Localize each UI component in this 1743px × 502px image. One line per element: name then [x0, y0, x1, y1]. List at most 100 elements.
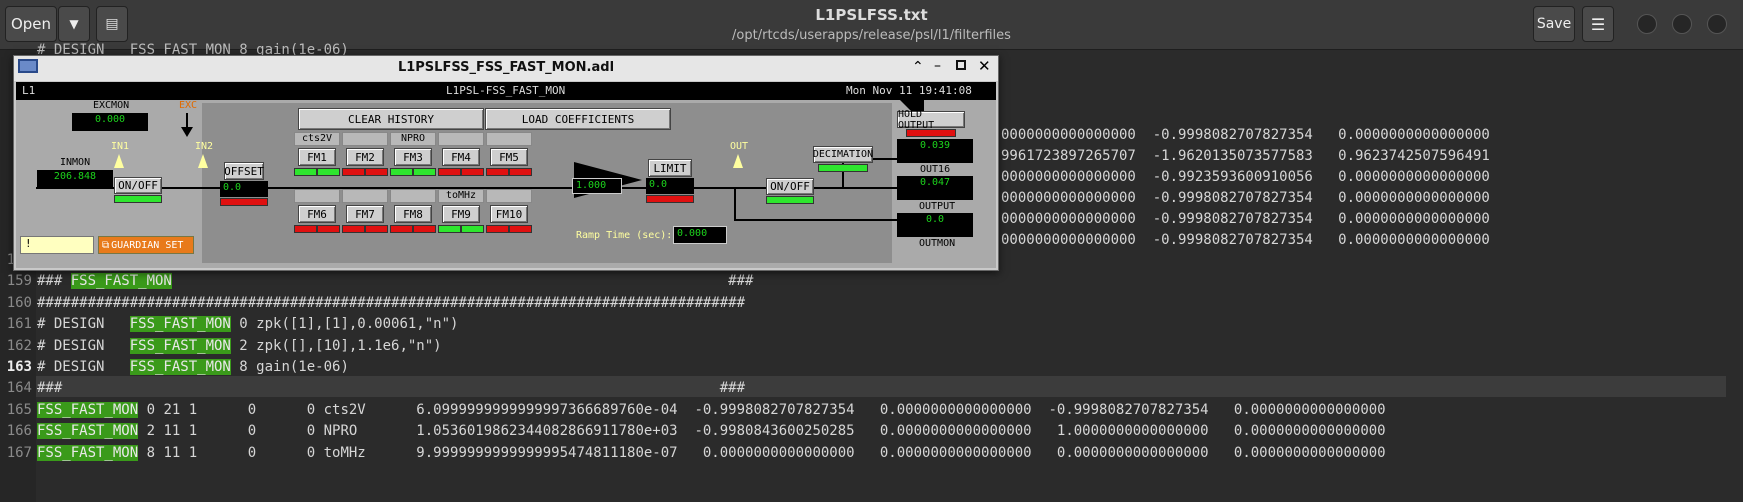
- code-line[interactable]: ### FSS_FAST_MON ###: [37, 271, 753, 292]
- alert-label: !: [25, 237, 32, 250]
- code-text: ########################################…: [37, 294, 746, 311]
- new-document-button[interactable]: ▤: [96, 6, 128, 42]
- search-match: FSS_FAST_MON: [70, 273, 172, 290]
- medm-title: L1PSLFSS_FSS_FAST_MON.adl: [397, 60, 615, 75]
- offset-readout[interactable]: 0.0: [220, 181, 268, 197]
- fm-label: [294, 189, 340, 203]
- output-onoff-button[interactable]: ON/OFF: [766, 178, 814, 195]
- outmon-readout: 0.0: [897, 213, 973, 237]
- output-readout: 0.047: [897, 176, 973, 200]
- ramp-time-readout[interactable]: 0.000: [673, 226, 727, 244]
- minimize-icon[interactable]: –: [934, 58, 941, 74]
- new-document-icon: ▤: [105, 16, 119, 32]
- code-line[interactable]: ########################################…: [37, 293, 745, 314]
- offset-led: [220, 198, 268, 206]
- fm-led: [413, 168, 436, 176]
- search-match: FSS_FAST_MON: [129, 359, 231, 375]
- fm-button[interactable]: FM5: [490, 148, 528, 166]
- open-dropdown-button[interactable]: ▼: [58, 6, 90, 42]
- line-number: 164: [6, 380, 32, 397]
- code-text: # DESIGN: [37, 359, 130, 375]
- code-text: 0 zpk([1],[1],0.00061,"n"): [230, 316, 459, 333]
- code-text: # DESIGN: [37, 316, 130, 333]
- window-icon: ⧉: [102, 239, 110, 251]
- offset-button[interactable]: OFFSET: [224, 162, 264, 180]
- fm-label: toMHz: [438, 189, 484, 203]
- code-line[interactable]: # DESIGN FSS_FAST_MON 0 zpk([1],[1],0.00…: [37, 314, 458, 335]
- fm-label: [438, 132, 484, 146]
- in2-arrow: [198, 154, 208, 168]
- code-text: # DESIGN: [37, 337, 130, 354]
- fm-led: [390, 225, 413, 233]
- limit-button[interactable]: LIMIT: [648, 159, 692, 177]
- guardian-set-button[interactable]: ⧉GUARDIAN SET: [98, 236, 194, 254]
- code-fragment: 9961723897265707 -1.9620135073577583 0.9…: [1001, 148, 1490, 164]
- clear-history-button[interactable]: CLEAR HISTORY: [298, 108, 484, 130]
- fm-button[interactable]: FM9: [442, 205, 480, 223]
- fm-button[interactable]: FM3: [394, 148, 432, 166]
- code-line[interactable]: # DESIGN FSS_FAST_MON 2 zpk([],[10],1.1e…: [37, 336, 442, 357]
- signal-wire: [854, 158, 904, 160]
- out16-readout: 0.039: [897, 139, 973, 163]
- fm-button[interactable]: FM6: [298, 205, 336, 223]
- code-text: 8 11 1 0 0 toMHz 9.999999999999999547481…: [138, 444, 1386, 461]
- code-text: ###: [37, 273, 71, 290]
- code-line-partial: # DESIGN FSS_FAST_MON 8 gain(1e-06): [37, 42, 349, 58]
- input-onoff-button[interactable]: ON/OFF: [114, 177, 162, 194]
- gain-readout[interactable]: 1.000: [572, 178, 622, 194]
- code-line[interactable]: FSS_FAST_MON 0 21 1 0 0 cts2V 6.09999999…: [37, 400, 1386, 421]
- search-match: FSS_FAST_MON: [37, 401, 139, 418]
- fm-led: [438, 168, 461, 176]
- fm-button[interactable]: FM2: [346, 148, 384, 166]
- fm-button[interactable]: FM1: [298, 148, 336, 166]
- inmon-label: INMON: [60, 157, 91, 168]
- fm-button[interactable]: FM10: [490, 205, 528, 223]
- decimation-button[interactable]: DECIMATION: [813, 146, 873, 163]
- menu-button[interactable]: ☰: [1582, 6, 1614, 42]
- fm-led: [342, 225, 365, 233]
- open-button[interactable]: Open: [5, 6, 57, 42]
- fm-led: [413, 225, 436, 233]
- fm-button[interactable]: FM8: [394, 205, 432, 223]
- limit-readout[interactable]: 0.0: [646, 178, 694, 194]
- maximize-button[interactable]: [1672, 14, 1692, 34]
- header-bar: Open ▼ ▤ L1PSLFSS.txt /opt/rtcds/userapp…: [0, 0, 1743, 50]
- hold-output-button[interactable]: HOLD OUTPUT: [897, 109, 965, 131]
- chevron-down-icon: ▼: [69, 17, 79, 31]
- code-line[interactable]: ### ###: [37, 378, 745, 399]
- code-line[interactable]: FSS_FAST_MON 8 11 1 0 0 toMHz 9.99999999…: [37, 443, 1386, 464]
- clear-history-label: CLEAR HISTORY: [347, 112, 435, 126]
- close-button[interactable]: [1707, 14, 1727, 34]
- out-label: OUT: [730, 141, 749, 152]
- signal-wire: [734, 188, 736, 220]
- exc-label: EXC: [179, 100, 198, 111]
- fm-led: [294, 168, 317, 176]
- load-coefficients-button[interactable]: LOAD COEFFICIENTS: [485, 108, 671, 130]
- fm-led: [486, 168, 509, 176]
- fm-button[interactable]: FM4: [442, 148, 480, 166]
- code-text: 2 11 1 0 0 NPRO 1.0536019862344082866911…: [138, 423, 1386, 440]
- chevron-up-icon[interactable]: ⌃: [912, 59, 924, 75]
- search-match: FSS_FAST_MON: [37, 423, 139, 440]
- excmon-readout: 0.000: [72, 113, 148, 131]
- code-line[interactable]: # DESIGN FSS_FAST_MON 8 gain(1e-06): [37, 357, 349, 378]
- medm-window[interactable]: L1PSLFSS_FSS_FAST_MON.adl ⌃ – ✕ L1 L1PSL…: [13, 55, 999, 271]
- code-line[interactable]: FSS_FAST_MON 2 11 1 0 0 NPRO 1.053601986…: [37, 421, 1386, 442]
- in2-label: IN2: [195, 141, 214, 152]
- close-icon[interactable]: ✕: [978, 57, 991, 75]
- line-number: 163: [6, 359, 32, 375]
- save-button[interactable]: Save: [1533, 6, 1575, 42]
- decimation-label: DECIMATION: [812, 149, 874, 160]
- search-match: FSS_FAST_MON: [37, 444, 139, 461]
- fm-led: [317, 168, 340, 176]
- site-label: L1: [22, 84, 36, 97]
- alert-indicator: !: [20, 236, 94, 254]
- code-fragment: 0000000000000000 -0.9923593600910056 0.0…: [1001, 169, 1490, 185]
- line-number: 165: [6, 401, 32, 418]
- maximize-icon[interactable]: [956, 60, 966, 70]
- search-match: FSS_FAST_MON: [129, 337, 231, 354]
- fm-button[interactable]: FM7: [346, 205, 384, 223]
- minimize-button[interactable]: [1637, 14, 1657, 34]
- fm-label: [486, 189, 532, 203]
- signal-wire: [734, 219, 906, 221]
